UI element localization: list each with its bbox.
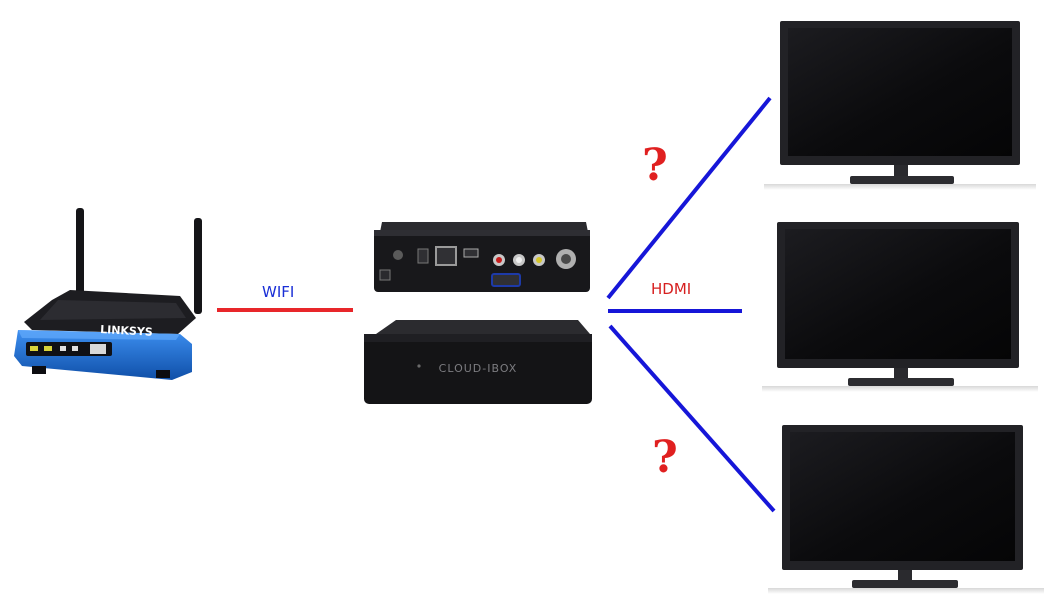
media-box-front-icon: CLOUD-IBOX: [364, 320, 592, 404]
question-mark-top: ?: [642, 140, 668, 191]
tv-monitor-top: [764, 21, 1036, 190]
router-icon: LINKSYS: [14, 208, 202, 380]
router-brand: LINKSYS: [100, 323, 153, 339]
tv-monitor-middle: [762, 222, 1038, 392]
hdmi-label: HDMI: [651, 280, 692, 298]
hdmi-line-top: [606, 96, 772, 300]
question-mark-bottom: ?: [652, 432, 678, 483]
tv-monitor-bottom: [768, 425, 1044, 594]
router-antenna-right: [194, 218, 202, 314]
media-box-back-icon: [374, 222, 590, 292]
router-antenna-left: [76, 208, 84, 298]
hdmi-line-bottom: [608, 324, 776, 513]
media-box-brand: CLOUD-IBOX: [439, 362, 518, 375]
wifi-label: WIFI: [262, 283, 295, 301]
